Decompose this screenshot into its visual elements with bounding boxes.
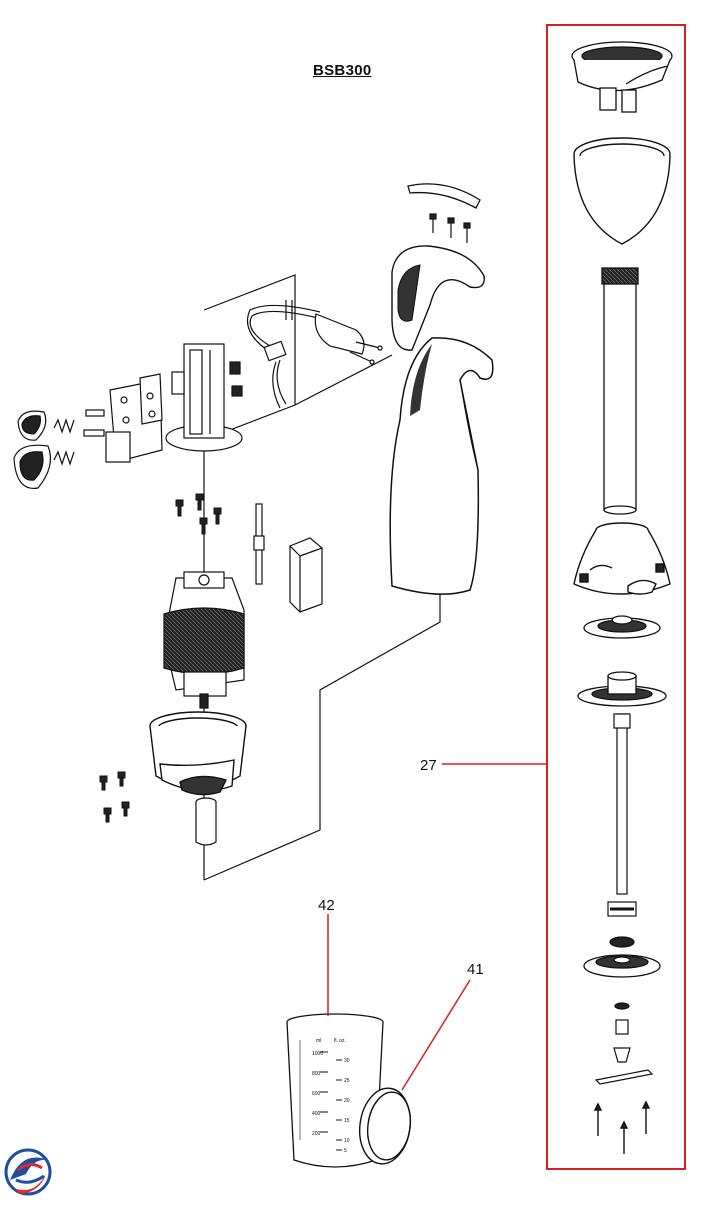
shaft-top-coupler [571,41,673,113]
callout-41-leader [401,979,471,1091]
cup-lid [358,1087,412,1165]
cup-scale-label-5: 5 [344,1148,347,1154]
cup-scale-label-600: 600 [312,1091,321,1097]
foam-block [289,537,323,613]
cup-scale-label-ml: ml [316,1038,321,1044]
cup-scale-label-20: 20 [344,1098,350,1104]
cup-scale-label-15: 15 [344,1118,350,1124]
brand-swirl-logo [4,1148,52,1196]
shaft-guard-bell [573,522,671,595]
coupling-sleeve [195,797,217,846]
motor-screws [175,493,222,535]
shaft-pin [253,503,265,585]
blade-screws [593,1100,651,1154]
callout-41-label: 41 [467,961,484,978]
callout-42-label: 42 [318,897,335,914]
cup-scale-label-floz: fl. oz. [334,1038,346,1044]
cup-scale-label-25: 25 [344,1078,350,1084]
handle-top-cap [407,183,481,209]
callout-27-label: 27 [420,757,437,774]
power-cord-plug [246,300,383,409]
shaft-tube [601,267,639,515]
cup-scale-label-10: 10 [344,1138,350,1144]
housing-screws [99,771,130,823]
handle-upper-shell [391,245,485,351]
cup-scale-label-200: 200 [312,1131,321,1137]
shaft-upper-cone [573,137,671,245]
cup-scale-label-400: 400 [312,1111,321,1117]
motor [163,571,245,709]
blade-fittings [594,1002,654,1085]
pcb-bracket [165,343,243,452]
cup-scale-label-30: 30 [344,1058,350,1064]
shaft-flange [577,671,667,707]
main-housing [389,337,494,595]
switch-assembly [13,373,163,490]
cup-scale-label-800: 800 [312,1071,321,1077]
cap-screws [429,213,471,243]
shaft-seal-rings [607,901,637,948]
shaft-group-callout-box [546,24,686,1170]
drive-shaft [613,713,631,895]
motor-housing-lower [149,711,247,796]
model-title: BSB300 [313,62,372,79]
shaft-bearing-plate [583,615,661,639]
blade-guard-disc [583,954,661,978]
cup-scale-ticks [320,1051,342,1151]
cup-scale-label-1000: 1000 [312,1051,323,1057]
